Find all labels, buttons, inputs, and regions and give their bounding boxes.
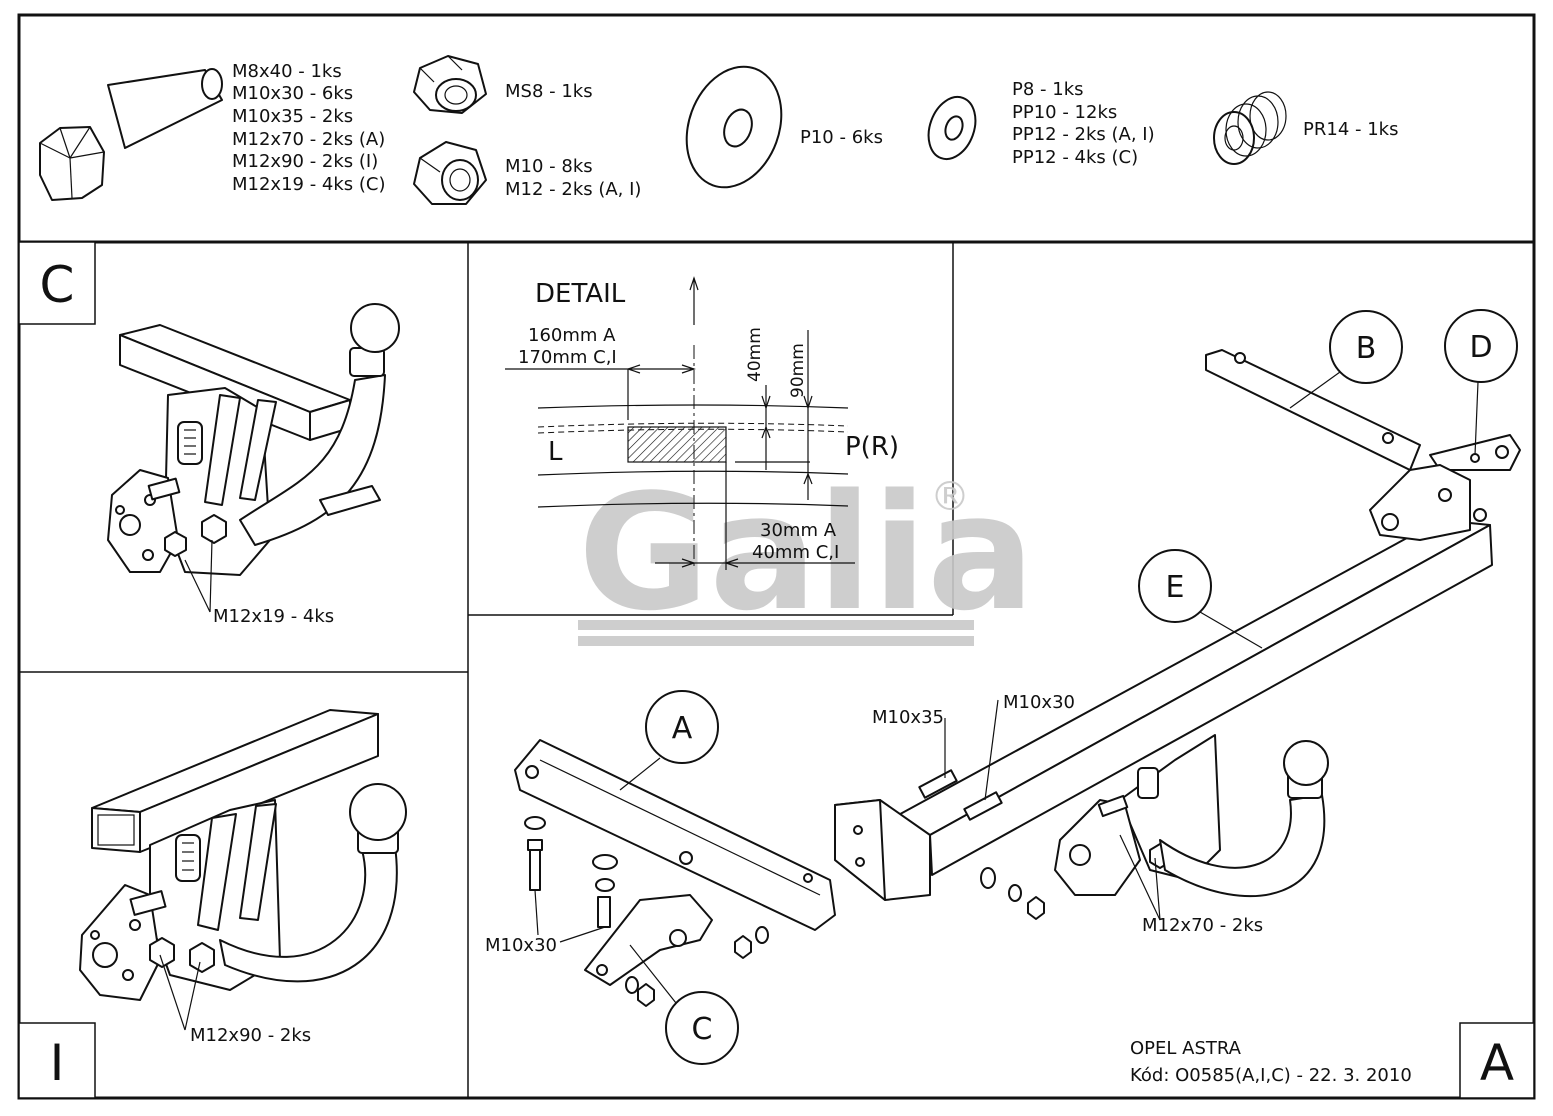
nut-list: M10 - 8ks M12 - 2ks (A, I)	[505, 156, 641, 200]
bolt-m10x35-label: M10x35	[872, 707, 944, 728]
towbar-i-drawing	[79, 709, 407, 1031]
panel-c-letter: C	[40, 256, 75, 314]
galia-logo: Galia ®	[578, 459, 1035, 646]
washer-icon	[927, 96, 977, 160]
detail-title: DETAIL	[535, 279, 626, 309]
callout-c: C	[629, 944, 739, 1065]
logo-text: Galia	[578, 459, 1035, 646]
bolt-item: M10x30 - 6ks	[232, 83, 353, 104]
bolt-item: M12x70 - 2ks (A)	[232, 129, 385, 150]
bolt-item: M8x40 - 1ks	[232, 61, 342, 82]
washer-item: PP12 - 4ks (C)	[1012, 147, 1138, 168]
panel-i: I	[18, 709, 407, 1099]
hex-bolt-icon	[39, 68, 223, 201]
bolt-m12x70-label: M12x70 - 2ks	[1142, 915, 1263, 936]
right-side-label: P(R)	[845, 432, 899, 462]
callout-c-letter: C	[692, 1012, 713, 1047]
callout-b-letter: B	[1356, 331, 1377, 366]
nut-item: M12 - 2ks (A, I)	[505, 179, 641, 200]
hex-nut-icon	[413, 141, 487, 205]
callout-e-letter: E	[1166, 570, 1185, 605]
panel-i-letter: I	[50, 1034, 65, 1092]
towbar-c-drawing	[107, 303, 400, 613]
spring-washer-label: PR14 - 1ks	[1303, 119, 1398, 140]
callout-d-letter: D	[1469, 330, 1492, 365]
callout-d: D	[1444, 309, 1518, 456]
sheet-letter: A	[1480, 1034, 1514, 1092]
bolt-m10x30-left-label: M10x30	[485, 935, 557, 956]
bolt-item: M12x19 - 4ks (C)	[232, 174, 386, 195]
bolt-item: M12x90 - 2ks (I)	[232, 151, 378, 172]
callout-b: B	[1289, 310, 1403, 409]
callout-a: A	[619, 690, 719, 791]
drawing-code: Kód: O0585(A,I,C) - 22. 3. 2010	[1130, 1065, 1412, 1086]
dim-offset-ci: 170mm C,I	[518, 347, 617, 368]
bolt-item: M10x35 - 2ks	[232, 106, 353, 127]
large-washer-icon	[685, 65, 783, 189]
washer-item: PP10 - 12ks	[1012, 102, 1117, 123]
washer-item: P8 - 1ks	[1012, 79, 1084, 100]
callout-a-letter: A	[672, 711, 693, 746]
parts-row: M8x40 - 1ks M10x30 - 6ks M10x35 - 2ks M1…	[39, 55, 1398, 205]
dim-offset-a: 160mm A	[528, 325, 616, 346]
panel-i-callout: M12x90 - 2ks	[190, 1025, 311, 1046]
frame	[17, 13, 1536, 1100]
dim-90: 90mm	[788, 343, 808, 398]
panel-c-callout: M12x19 - 4ks	[213, 606, 334, 627]
bolt-list: M8x40 - 1ks M10x30 - 6ks M10x35 - 2ks M1…	[232, 61, 391, 195]
spring-washer-icon	[1213, 91, 1287, 165]
detail-panel: DETAIL 160mm A 170mm C,I	[505, 276, 899, 570]
dim-40: 40mm	[745, 327, 765, 382]
large-washer-label: P10 - 6ks	[800, 127, 883, 148]
registered-mark: ®	[930, 474, 970, 520]
left-side-label: L	[548, 437, 563, 467]
callout-e: E	[1138, 549, 1263, 649]
nut-item: M10 - 8ks	[505, 156, 593, 177]
model-name: OPEL ASTRA	[1130, 1038, 1242, 1059]
assembly-drawing	[514, 349, 1521, 1007]
washer-list: P8 - 1ks PP10 - 12ks PP12 - 2ks (A, I) P…	[1012, 79, 1160, 168]
panel-c: C	[18, 241, 400, 627]
dim-width-a: 30mm A	[760, 520, 837, 541]
title-block: OPEL ASTRA Kód: O0585(A,I,C) - 22. 3. 20…	[1130, 1022, 1535, 1099]
bolt-m10x30-top-label: M10x30	[1003, 692, 1075, 713]
dim-width-ci: 40mm C,I	[752, 542, 839, 563]
locknut-label: MS8 - 1ks	[505, 81, 593, 102]
washer-item: PP12 - 2ks (A, I)	[1012, 124, 1155, 145]
lock-nut-icon	[413, 55, 487, 114]
